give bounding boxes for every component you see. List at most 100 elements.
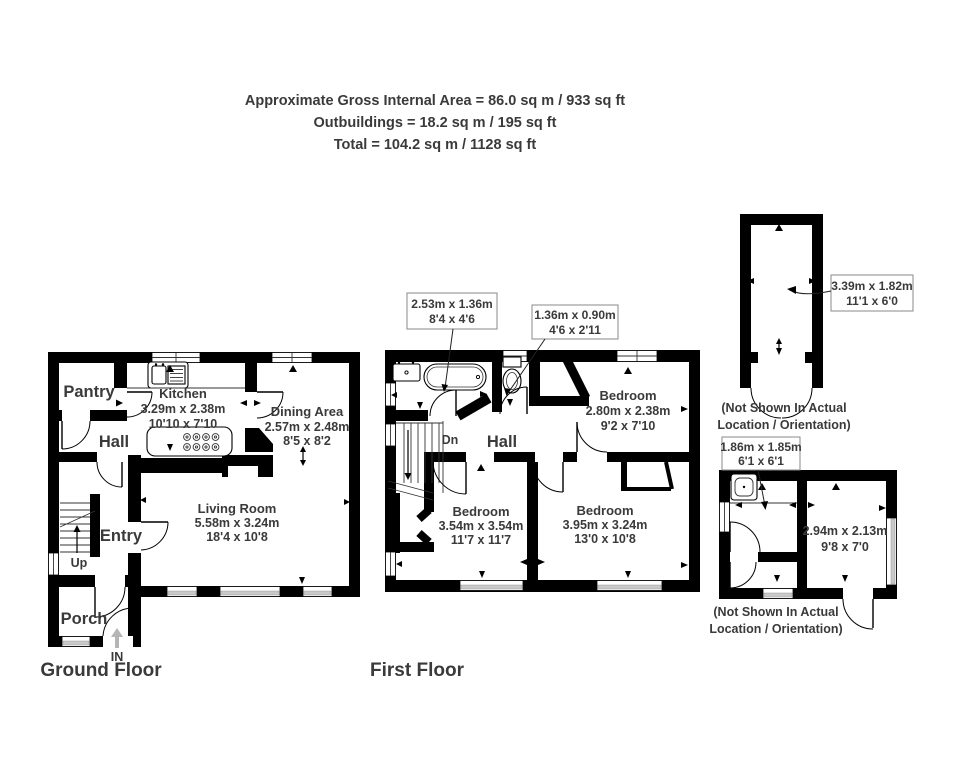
bedroom1-label: Bedroom xyxy=(599,388,656,403)
first-floor-dimension-ticks xyxy=(391,367,688,578)
door-arc xyxy=(61,420,91,450)
bedroom1-dims-imperial: 9'2 x 7'10 xyxy=(601,419,656,433)
ground-floor-doors xyxy=(61,391,284,637)
ground-floor-title: Ground Floor xyxy=(40,660,162,681)
dining-dims-imperial: 8'5 x 8'2 xyxy=(283,434,331,448)
shed-dims-metric: 3.39m x 1.82m xyxy=(831,279,912,293)
window xyxy=(302,586,333,597)
door-arc xyxy=(432,461,467,495)
header-area-summary: Approximate Gross Internal Area = 86.0 s… xyxy=(245,93,625,153)
bedroom2-dims-imperial: 11'7 x 11'7 xyxy=(451,533,511,547)
annex-doors xyxy=(729,521,874,630)
kitchen-dims-imperial: 10'10 x 7'10 xyxy=(149,417,218,431)
door-arc xyxy=(126,391,153,418)
living-room-label: Living Room xyxy=(198,501,277,516)
shed-note-line1: (Not Shown In Actual xyxy=(721,401,846,415)
kitchen-dims-metric: 3.29m x 2.38m xyxy=(141,402,226,416)
door-arc xyxy=(429,389,457,417)
bedroom2-dims-metric: 3.54m x 3.54m xyxy=(439,519,524,533)
window xyxy=(385,551,396,577)
shed-callout: 3.39m x 1.82m 11'1 x 6'0 xyxy=(787,274,914,312)
window xyxy=(271,352,313,363)
first-floor-windows xyxy=(385,350,663,591)
door-arc xyxy=(96,461,123,488)
dining-dims-metric: 2.57m x 2.48m xyxy=(265,420,350,434)
window xyxy=(459,580,524,591)
window xyxy=(762,588,794,599)
annex-room-dims-metric: 2.94m x 2.13m xyxy=(803,524,888,538)
door-arc xyxy=(729,561,757,589)
window xyxy=(166,586,198,597)
bathroom-dims-metric: 2.53m x 1.36m xyxy=(411,297,492,311)
hall-gf-label: Hall xyxy=(99,433,129,451)
bedroom1-dims-metric: 2.80m x 2.38m xyxy=(586,404,671,418)
ground-floor-windows xyxy=(48,352,333,647)
wc-callout: 1.36m x 0.90m 4'6 x 2'11 xyxy=(504,304,619,396)
first-floor-title: First Floor xyxy=(370,660,465,681)
window xyxy=(719,501,730,533)
outbuilding-annex: 1.86m x 1.85m 6'1 x 6'1 2.94m x 2.13m 9'… xyxy=(709,436,897,636)
door-arc xyxy=(499,386,528,415)
first-floor-plan: 2.53m x 1.36m 8'4 x 4'6 1.36m x 0.90m 4'… xyxy=(370,292,700,681)
wc-dims-metric: 1.36m x 0.90m xyxy=(534,308,615,322)
living-room-dims-imperial: 18'4 x 10'8 xyxy=(206,530,268,544)
ground-floor-dimension-ticks xyxy=(116,365,350,584)
bathroom-callout: 2.53m x 1.36m 8'4 x 4'6 xyxy=(406,292,498,392)
outbuilding-shed: 3.39m x 1.82m 11'1 x 6'0 (Not Shown In A… xyxy=(717,214,914,432)
door-arc xyxy=(532,461,564,493)
outbuildings-area-text: Outbuildings = 18.2 sq m / 195 sq ft xyxy=(314,115,557,131)
annex-room-dims-imperial: 9'8 x 7'0 xyxy=(821,540,869,554)
door-arc xyxy=(729,521,761,553)
door-arc xyxy=(102,607,134,637)
window xyxy=(596,580,663,591)
window xyxy=(886,517,897,586)
annex-sink-icon xyxy=(730,473,797,504)
entrance-in-label: IN xyxy=(111,650,124,664)
gross-area-text: Approximate Gross Internal Area = 86.0 s… xyxy=(245,93,625,109)
stairs-down-label: Dn xyxy=(442,433,459,447)
wc-dims-imperial: 4'6 x 2'11 xyxy=(549,323,601,337)
window xyxy=(385,423,396,447)
door-arc xyxy=(140,521,169,551)
window xyxy=(48,552,59,576)
dining-label: Dining Area xyxy=(271,404,344,419)
entry-label: Entry xyxy=(100,527,143,545)
door-arc xyxy=(842,598,874,630)
annex-callout: 1.86m x 1.85m 6'1 x 6'1 xyxy=(720,436,802,510)
annex-note-line1: (Not Shown In Actual xyxy=(713,605,838,619)
living-room-dims-metric: 5.58m x 3.24m xyxy=(195,516,280,530)
first-floor-doors xyxy=(429,386,608,495)
hall-ff-label: Hall xyxy=(487,433,517,451)
annex-callout-imperial: 6'1 x 6'1 xyxy=(738,454,784,468)
bathtub-icon xyxy=(423,363,487,391)
bedroom3-dims-imperial: 13'0 x 10'8 xyxy=(574,532,636,546)
bathroom-sink-icon xyxy=(392,361,421,382)
annex-windows xyxy=(719,501,897,599)
shed-note-line2: Location / Orientation) xyxy=(717,418,850,432)
annex-note-line2: Location / Orientation) xyxy=(709,622,842,636)
stairs-up-icon xyxy=(59,502,96,553)
stairs-up-label: Up xyxy=(71,556,88,570)
porch-label: Porch xyxy=(61,610,108,628)
annex-dimension-ticks xyxy=(735,483,886,582)
hob-icon xyxy=(146,426,233,457)
shed-dimension-ticks xyxy=(747,224,816,355)
bedroom3-dims-metric: 3.95m x 3.24m xyxy=(563,518,648,532)
toilet-icon xyxy=(502,356,522,394)
window xyxy=(151,352,201,363)
shed-dims-imperial: 11'1 x 6'0 xyxy=(846,294,898,308)
door-arc xyxy=(94,586,126,618)
door-arc xyxy=(576,421,608,453)
window xyxy=(219,586,281,597)
window xyxy=(61,636,91,647)
kitchen-label: Kitchen xyxy=(159,386,207,401)
window xyxy=(616,350,658,362)
bedroom3-label: Bedroom xyxy=(576,503,633,518)
kitchen-sink-icon xyxy=(147,361,189,389)
door-arc xyxy=(256,391,284,419)
entrance-arrow-icon xyxy=(111,628,123,648)
ground-floor-plan: Pantry Kitchen 3.29m x 2.38m 10'10 x 7'1… xyxy=(40,352,360,681)
total-area-text: Total = 104.2 sq m / 1128 sq ft xyxy=(334,137,537,153)
